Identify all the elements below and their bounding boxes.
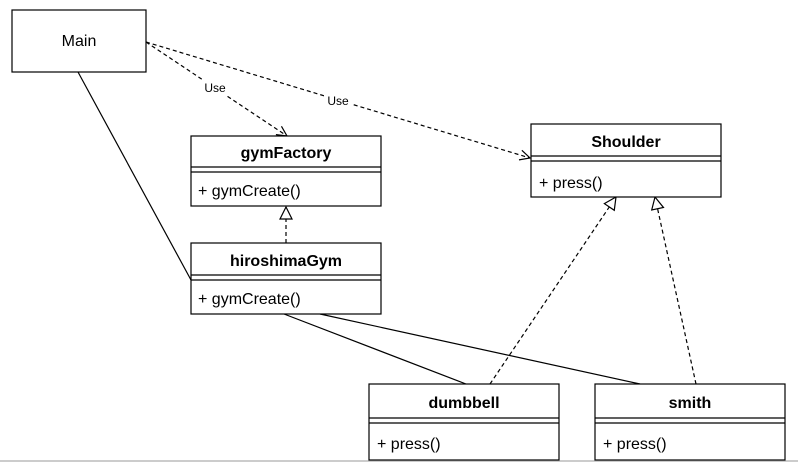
class-shoulder-method: + press() [539,175,603,192]
class-gymfactory-name: gymFactory [241,145,332,162]
main-node[interactable]: Main [11,9,147,73]
main-node-label: Main [62,33,97,50]
realization-dumbbell-shoulder [489,197,616,385]
class-shoulder[interactable]: Shoulder + press() [530,123,722,198]
class-gymfactory-method: + gymCreate() [198,183,301,200]
class-dumbbell-name: dumbbell [428,395,499,412]
assoc-hiroshimagym-smith [319,313,641,385]
assoc-hiroshimagym-dumbbell [283,313,467,385]
class-hiroshimagym[interactable]: hiroshimaGym + gymCreate() [190,242,382,315]
assoc-main-hiroshimagym [77,71,192,281]
use-label-2: Use [327,94,349,108]
dependency-main-shoulder [145,41,530,158]
class-hiroshimagym-method: + gymCreate() [198,291,301,308]
class-smith-name: smith [669,395,712,412]
class-smith-method: + press() [603,436,667,453]
class-gymfactory[interactable]: gymFactory + gymCreate() [190,135,382,207]
class-smith[interactable]: smith + press() [594,383,786,461]
class-shoulder-name: Shoulder [591,134,660,151]
class-hiroshimagym-name: hiroshimaGym [230,253,342,270]
class-dumbbell-method: + press() [377,436,441,453]
class-dumbbell[interactable]: dumbbell + press() [368,383,560,461]
realization-smith-shoulder [655,197,697,385]
use-label-1: Use [204,81,226,95]
